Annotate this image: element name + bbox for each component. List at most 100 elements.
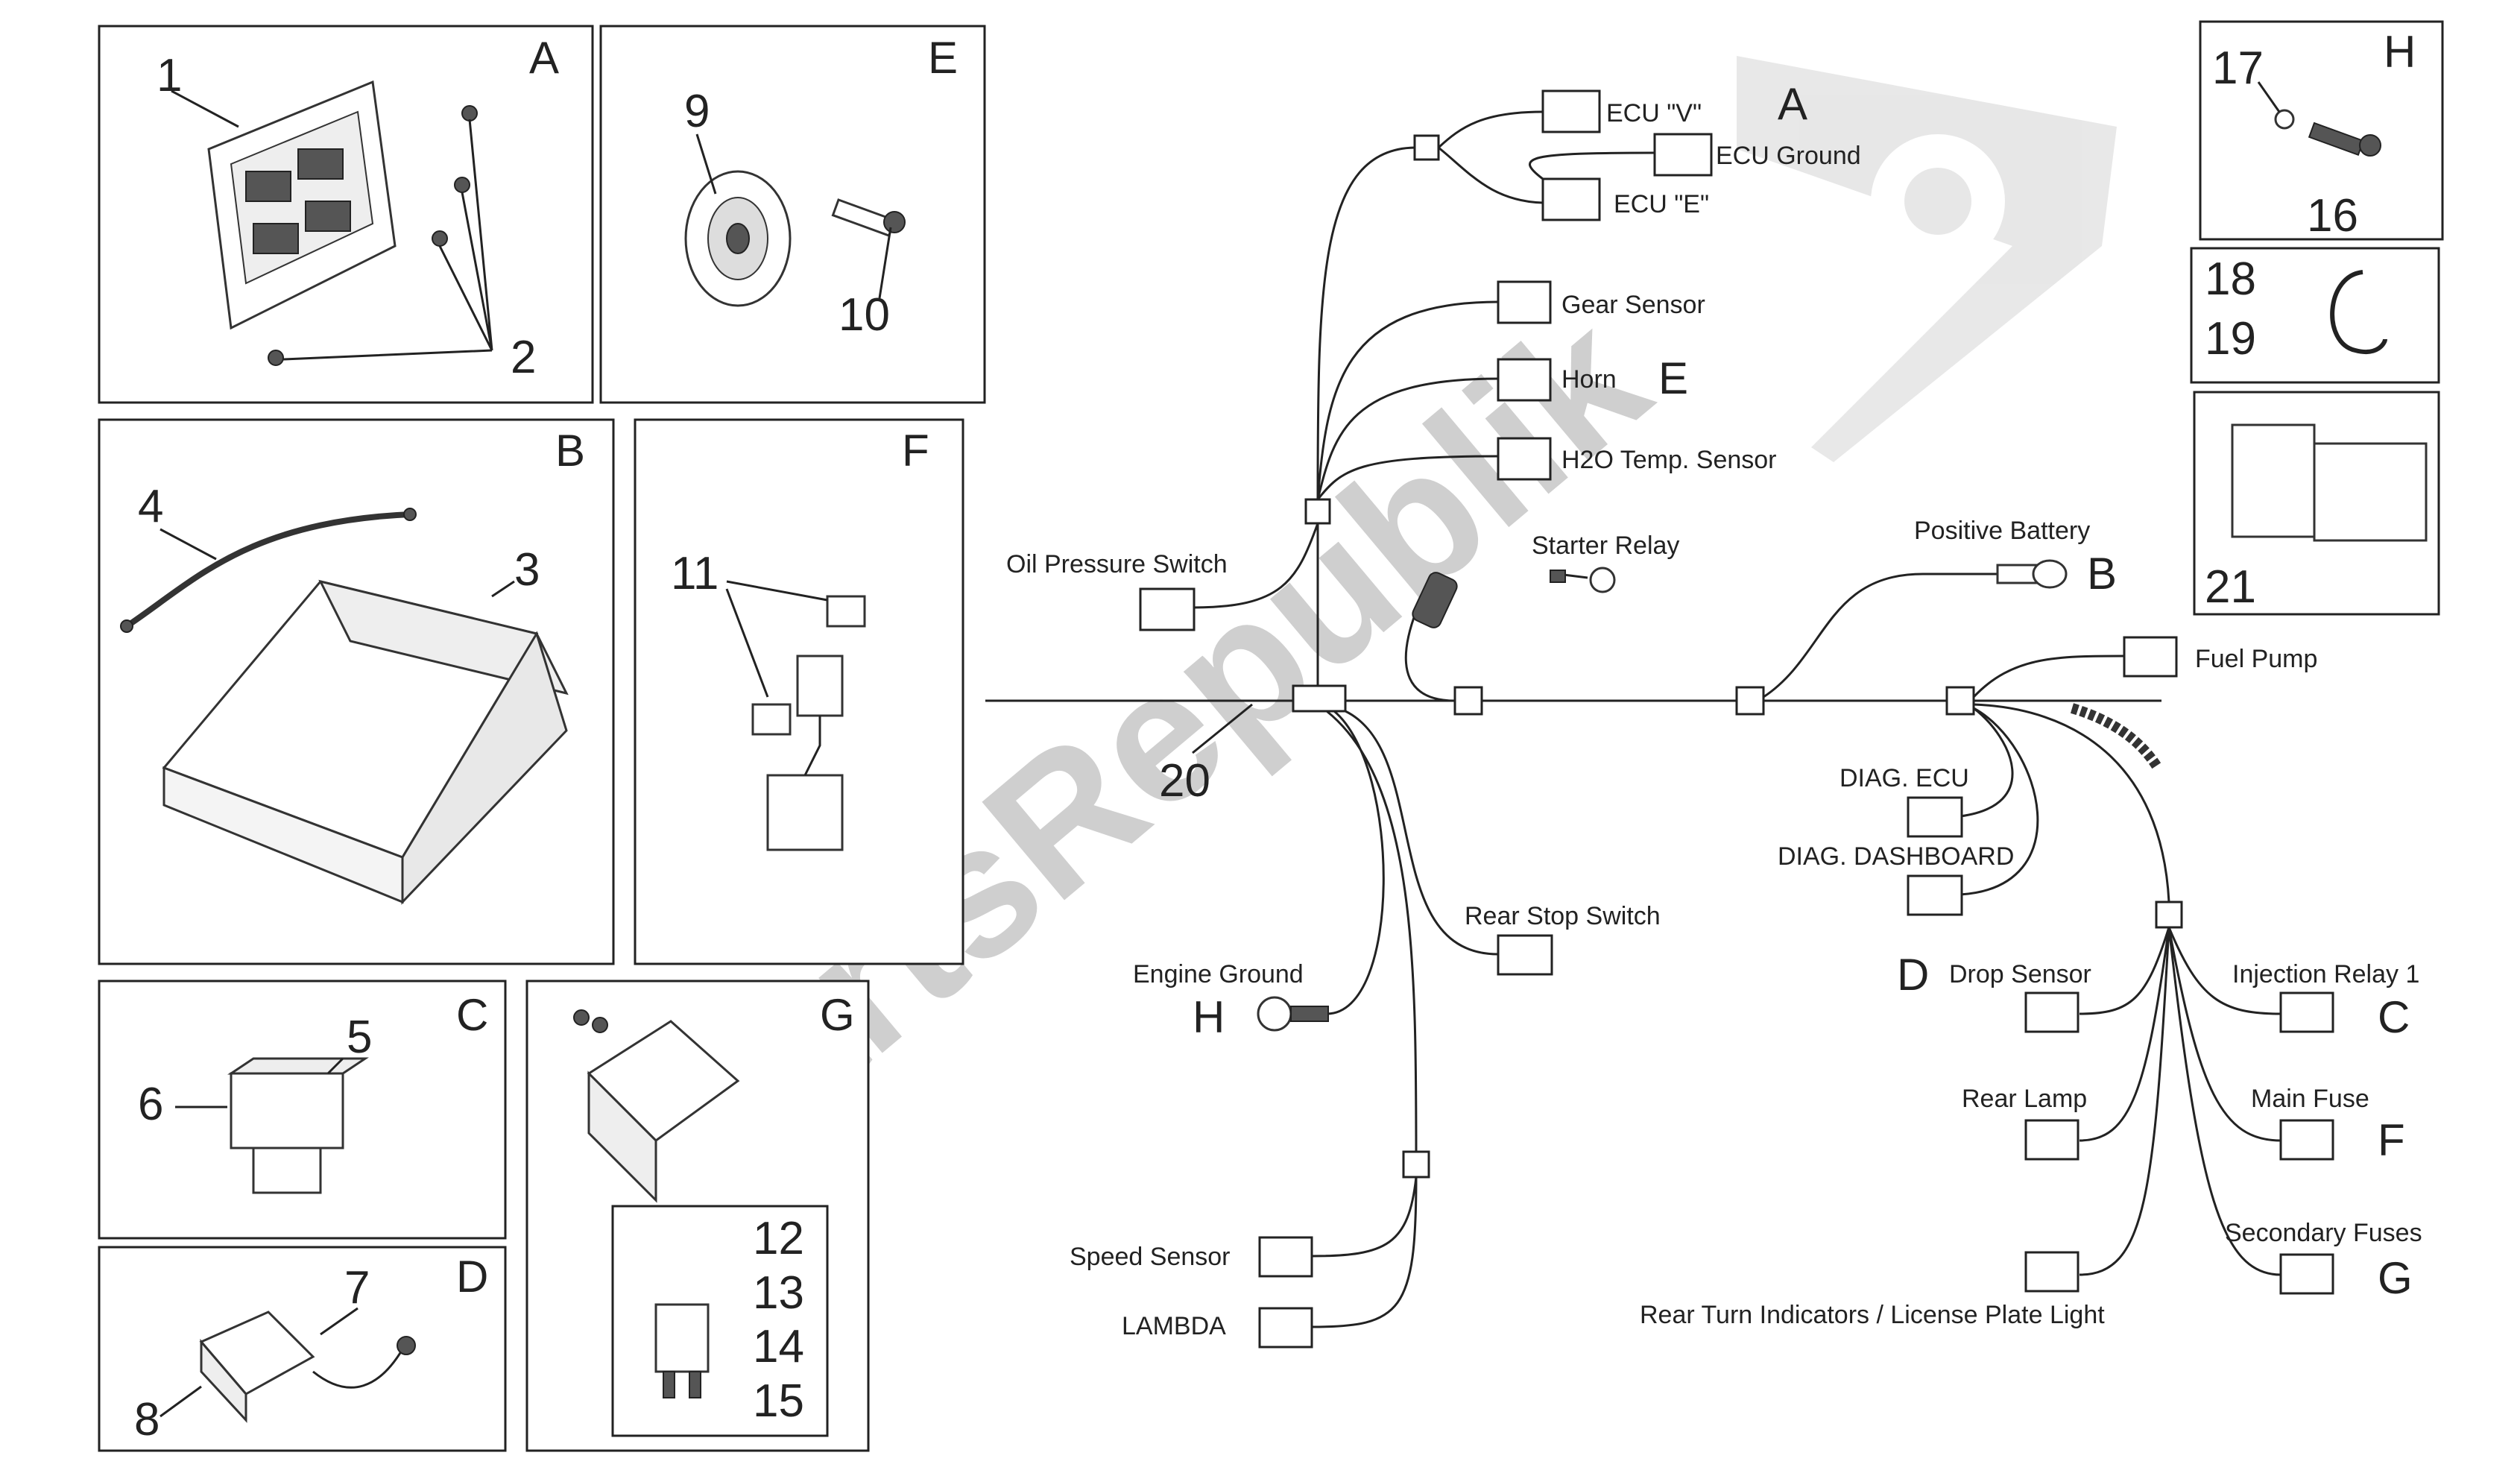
part-number-18: 18 [2205,253,2256,305]
connector-h2o [1497,437,1552,481]
connector-oil-pressure [1139,587,1196,631]
connector-diag-ecu [1907,796,1963,838]
label-rear-lamp: Rear Lamp [1962,1085,2087,1113]
part-number-8: 8 [134,1394,160,1445]
rear-junction [1945,686,1975,716]
label-engine-ground: Engine Ground [1133,960,1304,988]
ref-g: G [2378,1253,2413,1303]
speed-junction [1402,1150,1430,1179]
connector-main-fuse [2279,1119,2334,1161]
lower-junction [2155,901,2183,929]
fuse-box-icon [573,1009,740,1203]
label-main-fuse: Main Fuse [2251,1085,2369,1113]
connector-fuel-pump [2123,636,2178,678]
part-number-2: 2 [511,332,536,383]
label-diag-ecu: DIAG. ECU [1840,764,1969,792]
part-number-5: 5 [347,1012,372,1063]
fuse-holder-icon [751,595,866,851]
panel-c: C 5 6 [98,980,507,1240]
part-number-13: 13 [753,1267,804,1319]
panel-e: E 9 10 [599,25,986,404]
panel-a-letter: A [529,33,559,83]
ref-h: H [1193,992,1225,1042]
panel-e-frame [599,25,986,404]
connector-horn [1497,358,1552,402]
label-ecu-e: ECU "E" [1614,190,1709,218]
label-oil-pressure: Oil Pressure Switch [1006,550,1228,578]
connector-gear-sensor [1497,280,1552,324]
part-number-16: 16 [2307,190,2358,242]
panel-d-letter: D [456,1252,488,1302]
connector-speed-sensor [1258,1236,1313,1278]
panel-h-letter: H [2384,27,2416,77]
label-diag-dashboard: DIAG. DASHBOARD [1778,842,2014,871]
engine-ground-terminal-icon [1257,996,1329,1032]
horn-icon [684,170,792,307]
screw-icons [268,105,478,366]
bolt-icon [2308,122,2381,157]
blade-fuse-icon [654,1303,710,1398]
label-starter-relay: Starter Relay [1532,532,1679,560]
panel-f-letter: F [902,426,929,476]
label-positive-battery: Positive Battery [1914,517,2090,545]
label-injection-relay: Injection Relay 1 [2232,960,2419,988]
panel-g-letter: G [820,990,855,1040]
part-number-3: 3 [514,544,540,596]
label-secondary-fuses: Secondary Fuses [2225,1219,2422,1247]
panel-a: A 1 2 [98,25,594,404]
battery-junction [1735,686,1765,716]
upper-junction [1304,498,1331,525]
part-number-19: 19 [2205,313,2256,365]
part-number-9: 9 [684,86,710,137]
clamp-icon [2330,270,2387,354]
label-drop-sensor: Drop Sensor [1949,960,2091,988]
part-number-10: 10 [839,289,890,341]
label-rear-stop: Rear Stop Switch [1465,902,1661,930]
ref-e: E [1658,353,1688,403]
panel-e-letter: E [928,33,958,83]
panel-clamp: 18 19 [2190,247,2440,384]
label-fuel-pump: Fuel Pump [2195,645,2317,673]
starter-relay-icon [1412,567,1616,628]
label-ecu-v: ECU "V" [1606,99,1702,127]
panel-g: G 12 13 14 15 [525,980,870,1452]
ecu-unit-icon [207,80,397,330]
label-horn: Horn [1561,365,1617,394]
connector-ecu-v [1541,89,1601,133]
label-gear-sensor: Gear Sensor [1561,291,1705,319]
document-icon [2231,423,2428,542]
label-speed-sensor: Speed Sensor [1070,1243,1231,1271]
wiring-harness: 20 ECU "V" ECU Ground ECU "E" A Gear Sen… [985,79,2422,1349]
panel-h: H 17 16 [2199,20,2444,242]
part-number-7: 7 [344,1262,370,1313]
horn-bolt-icon [831,198,906,237]
panel-d: D 7 8 [98,1246,507,1452]
washer-icon [2274,109,2295,130]
ecu-junction [1413,134,1440,161]
battery-terminal-icon [1996,559,2068,589]
connector-diag-dashboard [1907,874,1963,916]
fuse-sub-frame [611,1205,829,1437]
part-number-20: 20 [1159,755,1210,807]
main-junction [1292,684,1347,713]
connector-secondary-fuses [2279,1253,2334,1295]
panel-clamp-frame [2190,247,2440,384]
ref-d: D [1897,950,1929,1000]
drop-sensor-icon [199,1311,416,1423]
connector-rear-lamp [2024,1119,2080,1161]
panel-b-letter: B [555,426,585,476]
part-number-4: 4 [138,481,163,532]
ref-a: A [1778,79,1807,129]
connector-injection-relay [2279,991,2334,1033]
connector-drop-sensor [2024,991,2080,1033]
connector-ecu-e [1541,177,1601,221]
part-number-15: 15 [753,1375,804,1427]
panel-21: 21 [2193,391,2440,616]
label-rear-turn: Rear Turn Indicators / License Plate Lig… [1640,1301,2105,1329]
part-number-12: 12 [753,1213,804,1264]
panel-b: B 4 3 [98,418,615,965]
connector-ecu-ground [1653,133,1713,177]
label-lambda: LAMBDA [1122,1312,1226,1340]
